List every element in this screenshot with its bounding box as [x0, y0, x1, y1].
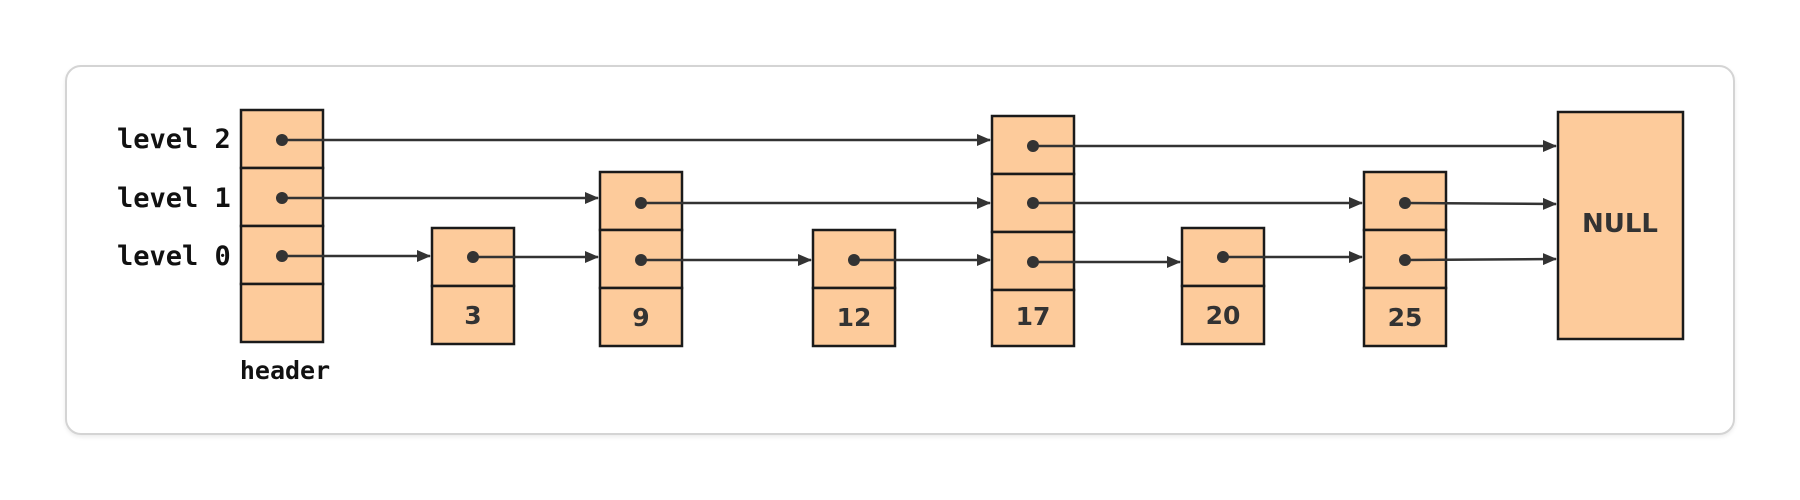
node-12: 12 — [811, 228, 897, 348]
arrow-25-l0-to-null — [1404, 253, 1557, 266]
diagram-panel — [65, 65, 1735, 435]
pointer-dot — [1027, 140, 1039, 152]
header-cell-empty — [239, 282, 325, 344]
level-1-label: level 1 — [117, 183, 231, 214]
header-label: header — [240, 356, 330, 385]
pointer-dot — [1027, 197, 1039, 209]
pointer-dot — [1399, 254, 1411, 266]
node-9-key: 9 — [632, 303, 649, 332]
node-9-level-1-cell — [598, 170, 684, 232]
pointer-arrows — [282, 134, 1557, 268]
level-0-label: level 0 — [117, 241, 231, 272]
null-box — [1556, 110, 1685, 341]
node-3-key: 3 — [464, 301, 481, 330]
node-20-key-cell — [1180, 284, 1266, 346]
node-25-key: 25 — [1388, 303, 1423, 332]
level-2-label: level 2 — [117, 124, 231, 155]
node-20: 20 — [1180, 226, 1266, 346]
pointer-dot — [276, 134, 288, 146]
pointer-dot — [635, 197, 647, 209]
node-3: 3 — [430, 226, 516, 346]
node-17-key-cell — [990, 288, 1076, 348]
node-9: 9 — [598, 170, 684, 348]
pointer-dot — [276, 192, 288, 204]
node-20-key: 20 — [1206, 301, 1241, 330]
arrow-25-l1-to-null — [1404, 197, 1557, 210]
node-17-key: 17 — [1016, 302, 1051, 331]
pointer-dots — [276, 134, 1411, 268]
pointer-dot — [1399, 197, 1411, 209]
pointer-dot — [276, 250, 288, 262]
pointer-dot — [848, 254, 860, 266]
null-node: NULL — [1556, 110, 1685, 341]
pointer-dot — [1217, 251, 1229, 263]
node-12-key: 12 — [837, 303, 872, 332]
node-9-key-cell — [598, 286, 684, 348]
pointer-dot — [467, 251, 479, 263]
node-25-key-cell — [1362, 286, 1448, 348]
pointer-dot — [635, 254, 647, 266]
pointer-dot — [1027, 256, 1039, 268]
null-label: NULL — [1582, 209, 1658, 239]
node-3-key-cell — [430, 284, 516, 346]
node-12-key-cell — [811, 286, 897, 348]
